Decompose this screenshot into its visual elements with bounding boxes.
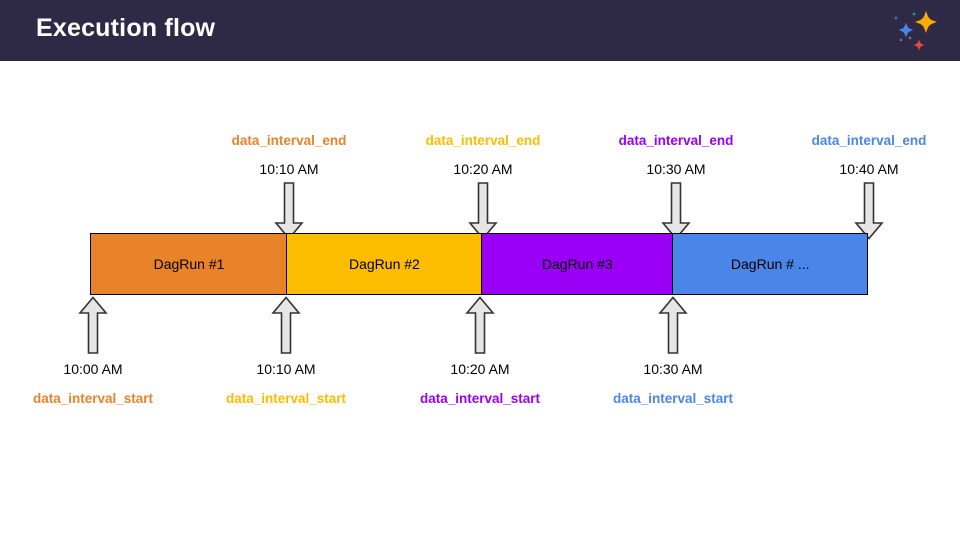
- star-gray-tiny: [908, 36, 912, 40]
- dagrun-segment-2[interactable]: DagRun #2: [286, 233, 483, 295]
- arrow-down-icon-1: [274, 182, 304, 240]
- data-interval-start-time-1: 10:00 AM: [63, 361, 123, 377]
- data-interval-end-time-2: 10:20 AM: [453, 161, 513, 177]
- dagrun-timeline-bar: DagRun #1 DagRun #2 DagRun #3 DagRun # ...: [90, 233, 873, 295]
- star-orange-large: [915, 11, 937, 33]
- dagrun-segment-label: DagRun #2: [348, 256, 420, 272]
- data-interval-end-key-3: data_interval_end: [618, 133, 734, 148]
- data-interval-start-key-3: data_interval_start: [419, 391, 541, 406]
- slide-header: Execution flow: [0, 0, 960, 61]
- star-white-tiny: [899, 38, 903, 42]
- dagrun-segment-3[interactable]: DagRun #3: [480, 233, 674, 295]
- data-interval-start-time-2: 10:10 AM: [256, 361, 316, 377]
- data-interval-start-key-1: data_interval_start: [32, 391, 154, 406]
- data-interval-end-key-1: data_interval_end: [231, 133, 347, 148]
- data-interval-end-time-3: 10:30 AM: [646, 161, 706, 177]
- arrow-down-icon-4: [854, 182, 884, 240]
- data-interval-end-key-4: data_interval_end: [811, 133, 927, 148]
- star-blue: [898, 22, 914, 38]
- star-blue-tiny: [894, 16, 898, 20]
- dagrun-segment-4[interactable]: DagRun # ...: [672, 233, 869, 295]
- data-interval-end-key-2: data_interval_end: [425, 133, 541, 148]
- data-interval-start-time-3: 10:20 AM: [450, 361, 510, 377]
- data-interval-start-time-4: 10:30 AM: [643, 361, 703, 377]
- arrow-up-icon-4: [658, 296, 688, 354]
- arrow-up-icon-2: [271, 296, 301, 354]
- data-interval-start-key-2: data_interval_start: [225, 391, 347, 406]
- page-title: Execution flow: [36, 14, 216, 42]
- data-interval-end-time-4: 10:40 AM: [839, 161, 899, 177]
- dagrun-segment-label: DagRun #3: [541, 256, 613, 272]
- dagrun-segment-1[interactable]: DagRun #1: [90, 233, 288, 295]
- dagrun-segment-label: DagRun # ...: [730, 256, 810, 272]
- data-interval-end-time-1: 10:10 AM: [259, 161, 319, 177]
- arrow-up-icon-3: [465, 296, 495, 354]
- data-interval-start-key-4: data_interval_start: [612, 391, 734, 406]
- arrow-down-icon-3: [661, 182, 691, 240]
- star-red: [913, 39, 925, 51]
- arrow-down-icon-2: [468, 182, 498, 240]
- arrow-up-icon-1: [78, 296, 108, 354]
- dagrun-segment-label: DagRun #1: [153, 256, 225, 272]
- star-teal-small: [911, 11, 917, 17]
- airflow-sparkles-logo-icon: [886, 4, 946, 56]
